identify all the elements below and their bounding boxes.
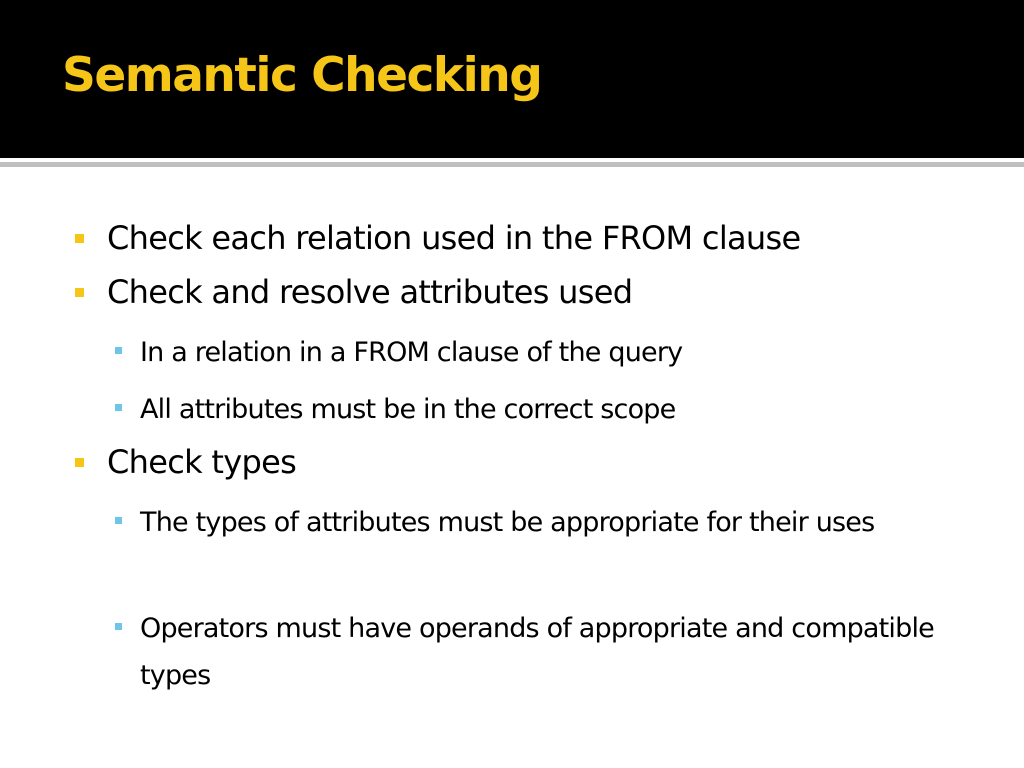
small-square-bullet-icon xyxy=(115,404,122,411)
small-square-bullet-icon xyxy=(115,347,122,354)
bullet-item: Check types xyxy=(75,443,297,481)
title-bar: Semantic Checking xyxy=(0,0,1024,158)
square-bullet-icon xyxy=(75,288,84,297)
sub-bullet-text: Operators must have operands of appropri… xyxy=(140,613,935,691)
bullet-item: Check and resolve attributes used xyxy=(75,273,633,311)
square-bullet-icon xyxy=(75,458,84,467)
sub-bullet-text: In a relation in a FROM clause of the qu… xyxy=(140,337,683,368)
sub-bullet-item: The types of attributes must be appropri… xyxy=(115,499,930,546)
small-square-bullet-icon xyxy=(115,517,122,524)
square-bullet-icon xyxy=(75,234,84,243)
bullet-item: Check each relation used in the FROM cla… xyxy=(75,219,801,257)
sub-bullet-text: The types of attributes must be appropri… xyxy=(140,507,875,538)
sub-bullet-text: All attributes must be in the correct sc… xyxy=(140,394,676,425)
bullet-text: Check types xyxy=(107,443,297,481)
slide-title: Semantic Checking xyxy=(62,48,543,103)
bullet-text: Check and resolve attributes used xyxy=(107,273,633,311)
sub-bullet-item: In a relation in a FROM clause of the qu… xyxy=(115,329,683,376)
small-square-bullet-icon xyxy=(115,623,122,630)
sub-bullet-item: All attributes must be in the correct sc… xyxy=(115,386,676,433)
sub-bullet-item: Operators must have operands of appropri… xyxy=(115,605,980,699)
bullet-text: Check each relation used in the FROM cla… xyxy=(107,219,801,257)
title-divider-white xyxy=(0,158,1024,162)
title-divider-gray xyxy=(0,162,1024,167)
